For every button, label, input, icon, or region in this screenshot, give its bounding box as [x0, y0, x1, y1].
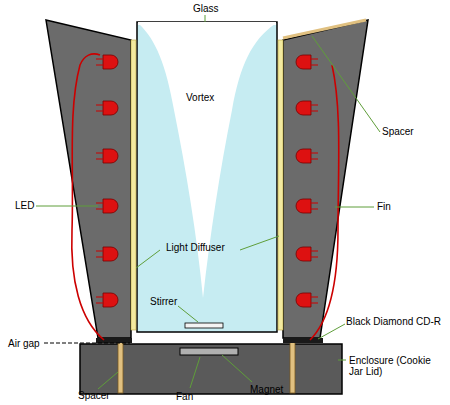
part-label: Magnet: [250, 384, 283, 395]
led: [103, 55, 118, 69]
led: [103, 199, 118, 213]
light-diffuser: [278, 40, 283, 330]
leader-lines: [36, 15, 380, 389]
part-label: LED: [15, 200, 34, 211]
stirrer: [185, 323, 223, 328]
led: [103, 149, 118, 163]
led-leg: [311, 59, 318, 65]
led: [103, 247, 118, 261]
led-leg: [96, 251, 103, 257]
led: [296, 293, 311, 307]
led-leg: [311, 105, 318, 111]
led: [103, 101, 118, 115]
part-label: Fan: [176, 391, 193, 402]
led-leg: [96, 297, 103, 303]
part-label: Spacer: [382, 126, 414, 137]
led: [296, 149, 311, 163]
wire: [72, 54, 104, 340]
led-leg: [96, 153, 103, 159]
vortex-shape: [139, 24, 275, 298]
part-label: Glass: [193, 3, 219, 14]
led-leg: [311, 153, 318, 159]
led: [296, 247, 311, 261]
led-leg: [311, 297, 318, 303]
led: [296, 101, 311, 115]
led-leg: [96, 105, 103, 111]
led: [296, 55, 311, 69]
part-label: Air gap: [8, 338, 40, 349]
wire: [310, 65, 339, 340]
air-gap-line: [44, 343, 130, 344]
led: [103, 293, 118, 307]
glass: [137, 22, 277, 332]
part-label: Spacer: [78, 390, 110, 401]
led: [296, 199, 311, 213]
part-label: Black Diamond CD-R: [346, 316, 446, 327]
cd-r: [283, 338, 323, 343]
led-group: [96, 55, 318, 307]
light-diffuser: [131, 40, 136, 330]
magnet: [180, 348, 238, 355]
part-label: Enclosure (Cookie Jar Lid): [349, 355, 445, 377]
led-leg: [311, 251, 318, 257]
left-fin: [46, 20, 131, 338]
led-leg: [311, 203, 318, 209]
part-label: Light Diffuser: [166, 242, 225, 253]
part-label: Fin: [377, 201, 391, 212]
right-fin: [283, 20, 368, 338]
glass-rim: [138, 22, 276, 25]
part-label: Vortex: [186, 92, 214, 103]
part-label: Stirrer: [150, 296, 177, 307]
led-leg: [96, 59, 103, 65]
spacer-strip: [283, 20, 366, 38]
